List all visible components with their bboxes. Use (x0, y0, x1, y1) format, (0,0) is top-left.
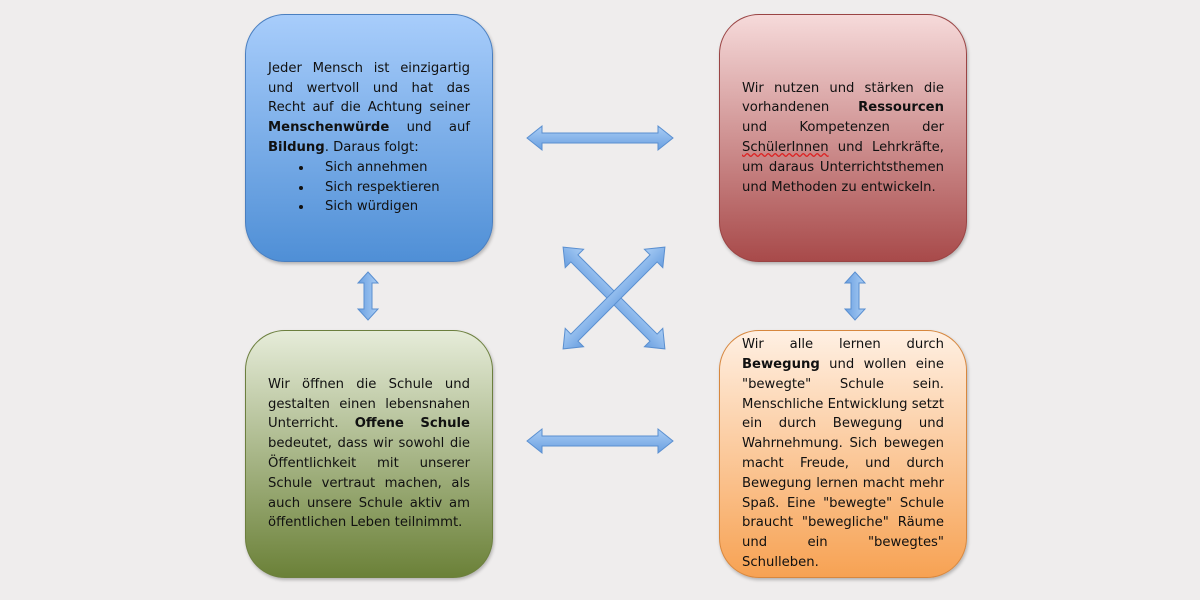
text: und Kompetenzen der (742, 120, 944, 136)
text: und auf (389, 120, 470, 136)
list-item: Sich annehmen (313, 158, 470, 178)
text: und Lehrkräfte, um daraus Unterrichtsthe… (742, 140, 944, 195)
bold-text: Bewegung (742, 357, 820, 373)
text: bedeutet, dass wir sowohl die Öffentlich… (268, 436, 470, 531)
list-item: Sich würdigen (313, 197, 470, 217)
box-offene-schule: Wir öffnen die Schule und gestalten eine… (245, 330, 493, 578)
double-arrow-top (526, 125, 674, 151)
box-bewegung: Wir alle lernen durch Bewegung und wolle… (719, 330, 967, 578)
box-text: Jeder Mensch ist einzigartig und wertvol… (268, 59, 470, 158)
double-arrow-left (357, 271, 379, 321)
list-item: Sich respektieren (313, 178, 470, 198)
double-arrow-bottom (526, 428, 674, 454)
text: und wollen eine "bewegte" Schule sein. M… (742, 357, 944, 570)
bold-text: Ressourcen (858, 100, 944, 116)
bold-text: Bildung (268, 140, 325, 155)
box-menschenwuerde: Jeder Mensch ist einzigartig und wertvol… (245, 14, 493, 262)
text: Wir öffnen die Schule und gestalten eine… (268, 376, 470, 432)
bold-text: Offene Schule (354, 416, 470, 432)
text: . Daraus folgt: (324, 140, 419, 155)
double-arrow-right (844, 271, 866, 321)
box-text: Wir nutzen und stärken die vorhandenen R… (742, 79, 944, 198)
box-text: Wir alle lernen durch Bewegung und wolle… (742, 335, 944, 573)
box-text: Wir öffnen die Schule und gestalten eine… (268, 375, 470, 533)
bullet-list: Sich annehmen Sich respektieren Sich wür… (268, 158, 470, 217)
text: Wir nutzen und stärken die vorhandenen (742, 80, 944, 116)
spellcheck-underlined-text: SchülerInnen (742, 140, 829, 155)
box-ressourcen: Wir nutzen und stärken die vorhandenen R… (719, 14, 967, 262)
bold-text: Menschenwürde (268, 120, 390, 136)
text: Wir alle lernen durch (742, 337, 944, 353)
text: Jeder Mensch ist einzigartig und wertvol… (268, 60, 470, 116)
